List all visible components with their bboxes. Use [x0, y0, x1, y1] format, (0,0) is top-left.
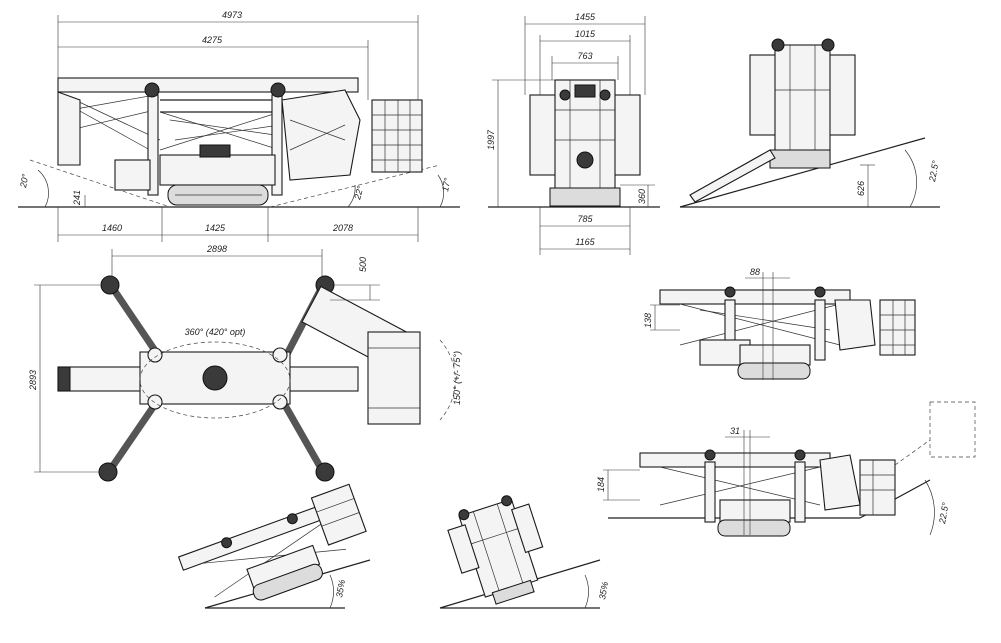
- front-body-width: 1015: [575, 29, 596, 39]
- front-view: 1455 1015 763 1997 360 785 1165: [486, 12, 660, 255]
- front-track-inner: 785: [577, 214, 593, 224]
- front-total-width: 1455: [575, 12, 596, 22]
- side-rear-overhang: 2078: [332, 223, 353, 233]
- slope-angle: 22.5°: [927, 159, 941, 183]
- top-outrigger-span: 2898: [206, 244, 227, 254]
- side3-angle: 22.5°: [937, 501, 951, 525]
- side-front-angle: 20°: [18, 173, 30, 190]
- side-ground-clearance: 241: [72, 190, 82, 206]
- slope-height: 626: [856, 181, 866, 196]
- side-track-length: 1425: [205, 223, 226, 233]
- side-front-overhang: 1460: [102, 223, 122, 233]
- top-rotation: 360° (420° opt): [185, 327, 246, 337]
- side2-height: 138: [643, 313, 653, 328]
- slope-left-angle: 35%: [334, 579, 347, 598]
- slope-right: 35%: [439, 495, 610, 609]
- front-height: 1997: [486, 129, 496, 150]
- side-view-3: 31 184 22.5°: [596, 401, 976, 537]
- slope-right-angle: 35%: [597, 581, 610, 600]
- slope-view: 626 22.5°: [679, 38, 941, 208]
- side-rear-angle-1: 22°: [352, 184, 366, 201]
- top-outrigger-offset: 500: [358, 257, 368, 272]
- side-overall-length: 4973: [222, 10, 242, 20]
- top-total-depth: 2893: [28, 370, 38, 391]
- side-rear-angle-2: 17°: [440, 177, 452, 193]
- side3-height: 184: [596, 477, 606, 492]
- top-view: 360° (420° opt) 150° (+/- 75°) 2898 500 …: [28, 244, 462, 482]
- side3-offset: 31: [730, 426, 740, 436]
- top-jib-rotation: 150° (+/- 75°): [452, 351, 462, 405]
- side2-offset: 88: [750, 267, 760, 277]
- side-view-2: 88 138: [643, 267, 916, 380]
- front-track-height: 360: [637, 189, 647, 204]
- side-view: 4973 4275 1460 1425 2078 241 20° 22° 17°: [18, 10, 460, 242]
- front-inner-width: 763: [577, 51, 592, 61]
- slope-left: 35%: [177, 483, 371, 609]
- front-track-outer: 1165: [575, 237, 595, 247]
- side-boom-length: 4275: [202, 35, 223, 45]
